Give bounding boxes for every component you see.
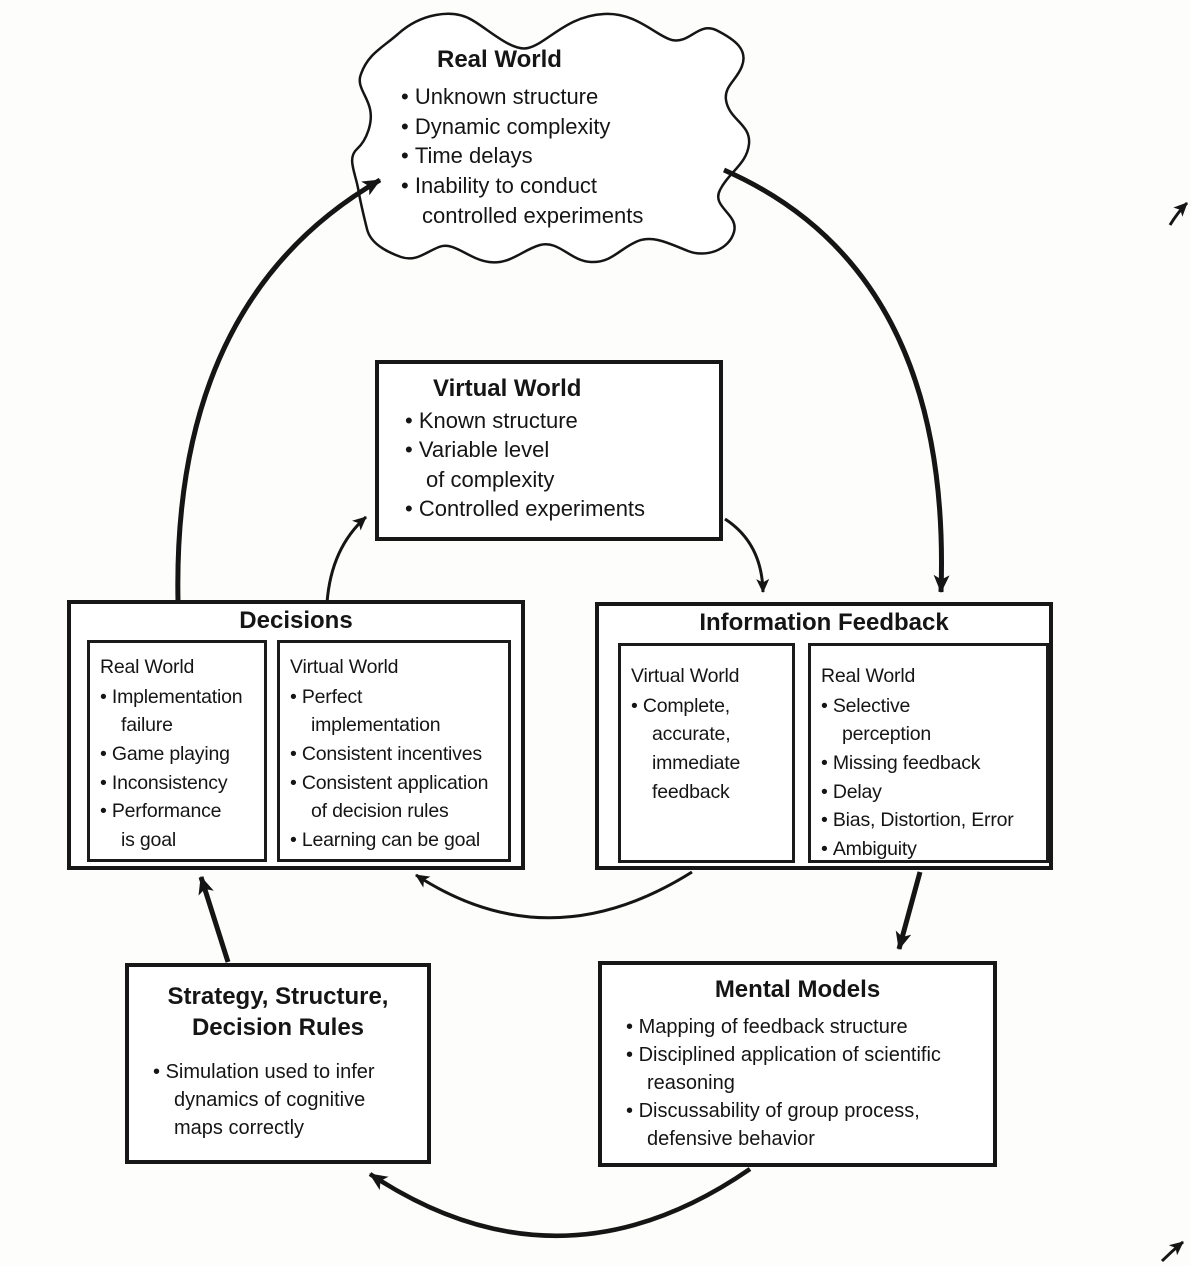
bullet-item: Perfect implementation xyxy=(290,683,504,740)
bullet-item: Discussability of group process, defensi… xyxy=(626,1097,986,1153)
panel-heading: Virtual World xyxy=(631,665,740,687)
real-world-cloud-title: Real World xyxy=(437,46,562,73)
bullet-item: Learning can be goal xyxy=(290,826,504,855)
strategy-title: Strategy, Structure, Decision Rules xyxy=(129,982,427,1043)
bullet-item: Performance is goal xyxy=(100,797,260,854)
bullet-item: Consistent application of decision rules xyxy=(290,769,504,826)
bullet-item: Dynamic complexity xyxy=(401,112,741,142)
strategy-title-line1: Strategy, Structure, xyxy=(167,983,389,1010)
panel-heading: Real World xyxy=(100,656,195,678)
information-feedback-real-world-bullets: Selective perception Missing feedback De… xyxy=(821,692,1042,864)
arrow-mental-models-to-strategy xyxy=(368,1167,752,1238)
virtual-world-title: Virtual World xyxy=(433,375,582,402)
real-world-cloud-bullets: Unknown structure Dynamic complexity Tim… xyxy=(401,82,741,232)
bullet-item: Complete, accurate, immediate feedback xyxy=(631,692,788,807)
decisions-virtual-world-bullets: Perfect implementation Consistent incent… xyxy=(290,683,504,855)
arrow-information-feedback-to-mental-models xyxy=(895,871,923,950)
virtual-world-box: Virtual World Known structure Variable l… xyxy=(375,360,723,541)
information-feedback-real-world-panel: Real World Selective perception Missing … xyxy=(808,643,1049,863)
bullet-item: Time delays xyxy=(401,141,741,171)
decisions-virtual-world-panel: Virtual World Perfect implementation Con… xyxy=(277,640,511,862)
arrow-virtual-world-to-information-feedback xyxy=(724,517,770,593)
panel-heading: Real World xyxy=(821,665,916,687)
bullet-item: Ambiguity xyxy=(821,835,1042,864)
bullet-item: Inability to conduct controlled experime… xyxy=(401,171,741,231)
bullet-item: Implementation failure xyxy=(100,683,260,740)
strategy-title-line2: Decision Rules xyxy=(191,1013,365,1041)
arrow-information-feedback-to-decisions xyxy=(415,870,693,920)
strategy-bullets: Simulation used to infer dynamics of cog… xyxy=(153,1058,403,1142)
mental-models-box: Mental Models Mapping of feedback struct… xyxy=(598,961,997,1167)
mental-models-title: Mental Models xyxy=(714,976,881,1003)
information-feedback-box: Information Feedback Virtual World Compl… xyxy=(595,602,1053,870)
bullet-item: Consistent incentives xyxy=(290,740,504,769)
information-feedback-virtual-world-bullets: Complete, accurate, immediate feedback xyxy=(631,692,788,807)
real-world-cloud: Real World Unknown structure Dynamic com… xyxy=(401,44,741,231)
information-feedback-title: Information Feedback xyxy=(699,609,949,636)
strategy-structure-decision-rules-box: Strategy, Structure, Decision Rules Simu… xyxy=(125,963,431,1164)
decisions-box: Decisions Real World Implementation fail… xyxy=(67,600,525,870)
decisions-real-world-bullets: Implementation failure Game playing Inco… xyxy=(100,683,260,855)
decisions-title: Decisions xyxy=(239,607,353,634)
bullet-item: Inconsistency xyxy=(100,769,260,798)
bullet-item: Game playing xyxy=(100,740,260,769)
bullet-item: Selective perception xyxy=(821,692,1042,749)
decisions-real-world-panel: Real World Implementation failure Game p… xyxy=(87,640,267,862)
arrow-decisions-to-virtual-world xyxy=(325,515,367,604)
virtual-world-bullets: Known structure Variable level of comple… xyxy=(405,406,719,523)
arrow-real-world-to-information-feedback xyxy=(722,167,950,593)
arrow-strategy-to-decisions xyxy=(198,876,231,963)
edge-mark-top-right xyxy=(1168,201,1189,226)
bullet-item: Simulation used to infer dynamics of cog… xyxy=(153,1058,403,1142)
bullet-item: Bias, Distortion, Error xyxy=(821,806,1042,835)
bullet-item: Delay xyxy=(821,778,1042,807)
panel-heading: Virtual World xyxy=(290,656,399,678)
mental-models-bullets: Mapping of feedback structure Discipline… xyxy=(626,1013,986,1153)
bullet-item: Known structure xyxy=(405,406,719,435)
arrow-decisions-to-real-world xyxy=(175,177,382,602)
information-feedback-virtual-world-panel: Virtual World Complete, accurate, immedi… xyxy=(618,643,795,863)
bullet-item: Disciplined application of scientific re… xyxy=(626,1041,986,1097)
bullet-item: Controlled experiments xyxy=(405,494,719,523)
bullet-item: Variable level of complexity xyxy=(405,435,719,494)
edge-mark-bottom-right xyxy=(1160,1240,1184,1263)
bullet-item: Mapping of feedback structure xyxy=(626,1013,986,1041)
bullet-item: Missing feedback xyxy=(821,749,1042,778)
bullet-item: Unknown structure xyxy=(401,82,741,112)
